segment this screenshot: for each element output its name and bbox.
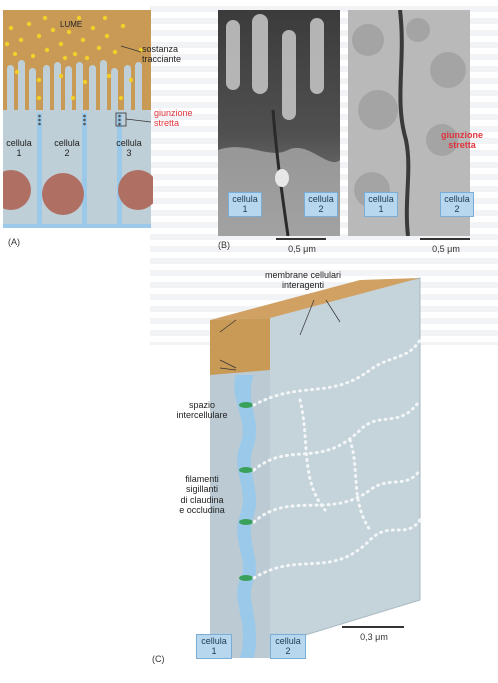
panel-b-letter: (B) (218, 240, 230, 250)
junction-marker-box (115, 112, 127, 127)
cells-body (3, 110, 151, 228)
junction-leader-line (125, 118, 152, 123)
c-cell-1: cellula 1 (196, 634, 232, 659)
seal-points (239, 402, 253, 581)
tracer-label: sostanza tracciante (142, 44, 182, 65)
scalebar-c-label: 0,3 μm (360, 632, 388, 642)
panel-c-illustration (210, 277, 422, 659)
b-right-cell-1: cellula 1 (364, 192, 398, 217)
nucleus-3 (118, 170, 158, 210)
tracer-dots (4, 15, 144, 101)
scalebar-b-right-label: 0,5 μm (432, 244, 460, 254)
b-left-cell-1: cellula 1 (228, 192, 262, 217)
space-label: spazio intercellulare (176, 400, 228, 421)
top-surface (210, 278, 420, 320)
panel-c-letter: (C) (152, 654, 165, 664)
panel-a-letter: (A) (8, 237, 20, 247)
panel-c (150, 260, 498, 678)
c-cell-2: cellula 2 (270, 634, 306, 659)
nucleus-2 (42, 173, 84, 215)
basal-space (3, 224, 151, 228)
intercellular-space (234, 375, 257, 658)
junction-label-b: giunzione stretta (441, 130, 483, 151)
scalebar-b-left (276, 238, 326, 240)
panel-a-illustration (0, 10, 158, 228)
panel-a (0, 10, 158, 260)
membranes-leader-2 (325, 299, 341, 323)
intercellular-space-2 (82, 113, 87, 228)
junction-knots (38, 114, 121, 126)
cell-label-1: cellula 1 (6, 138, 32, 159)
scalebar-b-left-label: 0,5 μm (288, 244, 316, 254)
membranes-leader-1 (299, 299, 315, 336)
intercellular-space-3 (117, 113, 122, 228)
filaments-label: filamenti sigillanti di claudina e occlu… (179, 474, 225, 516)
b-right-cell-2: cellula 2 (440, 192, 474, 217)
sealing-strands (252, 338, 422, 580)
membranes-label: membrane cellulari interagenti (264, 270, 342, 291)
b-left-cell-2: cellula 2 (304, 192, 338, 217)
filament-leader-1 (219, 359, 237, 369)
lumen-label: LUME (60, 20, 83, 29)
top-block (210, 318, 270, 375)
cell-label-3: cellula 3 (116, 138, 142, 159)
space-leader (219, 319, 237, 333)
junction-label-a: giunzione stretta (154, 108, 193, 129)
tracer-leader-line (120, 45, 142, 53)
intercellular-space-1 (37, 113, 42, 228)
scalebar-b-right (420, 238, 470, 240)
cell-label-2: cellula 2 (54, 138, 80, 159)
nucleus-1 (0, 170, 31, 210)
filament-leader-2 (219, 367, 237, 371)
scalebar-c (342, 626, 404, 628)
